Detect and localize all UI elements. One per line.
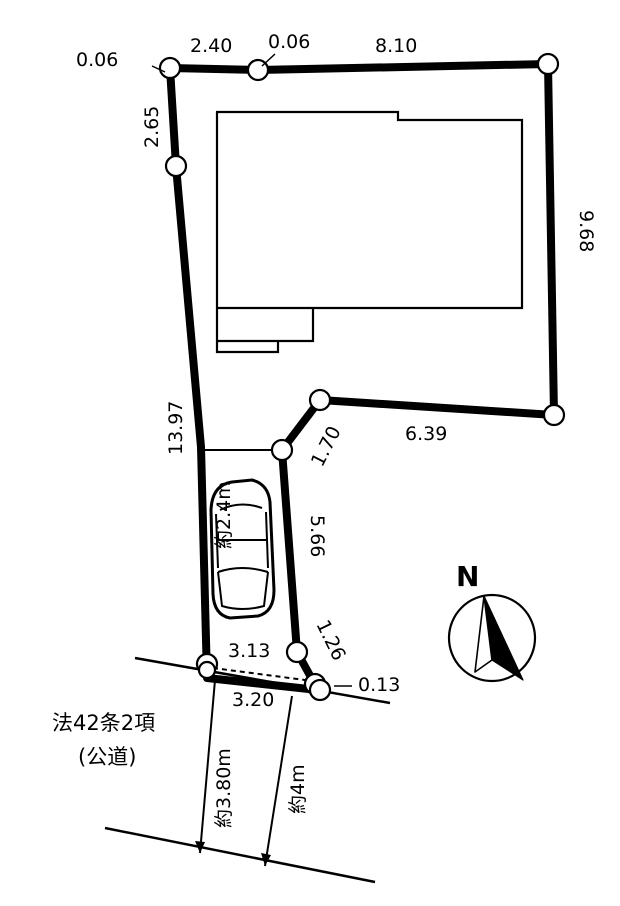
- parking-bottom-dashed: [212, 667, 306, 681]
- road-classification-note: (公道): [78, 745, 136, 769]
- dim-front-inner: 3.13: [228, 640, 270, 662]
- dim-top-left-segment: 2.40: [190, 35, 232, 57]
- dim-driveway-right: 5.66: [306, 515, 328, 557]
- dim-top-corner-offset-mid: 0.06: [268, 31, 310, 53]
- dim-tick-left: [151, 65, 166, 73]
- dim-bottom-right: 6.39: [405, 423, 447, 445]
- dim-front-offset: 0.13: [358, 674, 400, 696]
- dim-tick-mid: [261, 53, 276, 67]
- lot-boundary: [166, 60, 558, 694]
- road-classification: 法42条2項: [52, 711, 155, 735]
- compass-needle-light: [474, 595, 493, 673]
- building-outline: [215, 110, 524, 354]
- car-icon: [209, 478, 276, 620]
- road-width-current: 約3.80m: [213, 748, 235, 828]
- vertex-front-left-b: [197, 660, 217, 680]
- road-width-arrow-b: [261, 853, 271, 866]
- dim-right-side: 9.68: [575, 210, 597, 252]
- dim-left-upper: 2.65: [141, 106, 163, 148]
- vertex-top-right: [536, 52, 560, 76]
- dim-front-corner: 1.26: [312, 617, 350, 665]
- vertex-front-right-b: [308, 678, 332, 702]
- vertex-right-lower: [542, 403, 566, 427]
- dim-parking-width: 約2.4m: [213, 481, 235, 549]
- compass-north-label: N: [456, 560, 479, 593]
- north-compass: N: [447, 560, 537, 683]
- road-edge-lower: [104, 826, 376, 884]
- vertex-driveway-bottom: [285, 640, 309, 664]
- dim-frontage: 3.20: [232, 689, 274, 711]
- dim-left-long: 13.97: [165, 401, 187, 455]
- vertex-top-left: [158, 56, 182, 80]
- dim-diagonal: 1.70: [307, 423, 346, 471]
- vertex-left-upper: [164, 154, 188, 178]
- road-width-arrow-a: [195, 841, 205, 853]
- vertex-inner-corner: [308, 388, 332, 412]
- dim-top-right-segment: 8.10: [375, 35, 417, 57]
- road-width-line-a: [199, 679, 216, 854]
- road-width-required: 約4m: [287, 764, 309, 814]
- road-width-line-b: [264, 695, 293, 867]
- dim-top-corner-offset-left: 0.06: [76, 49, 118, 71]
- vertex-driveway-top: [270, 438, 294, 462]
